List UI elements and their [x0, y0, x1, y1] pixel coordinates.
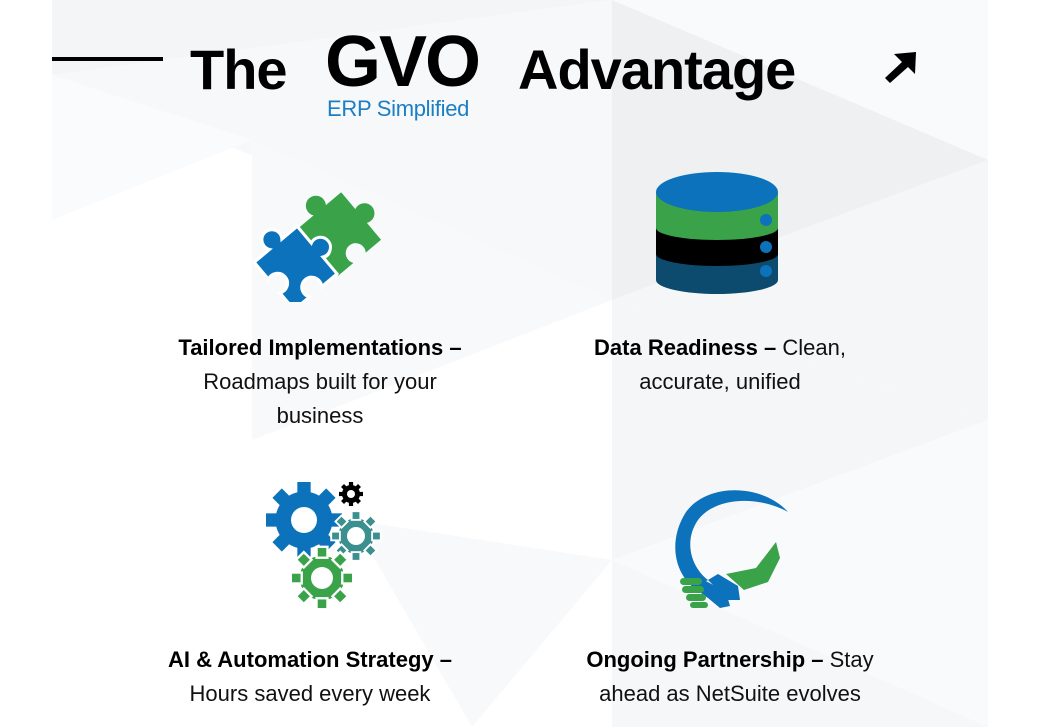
handshake-icon	[675, 490, 788, 608]
logo-tagline: ERP Simplified	[327, 96, 470, 121]
feature-text: Ongoing Partnership – Stay ahead as NetS…	[530, 643, 930, 711]
title-prefix: The	[190, 38, 288, 101]
feature-title: Data Readiness –	[594, 335, 777, 360]
logo-wordmark: GVO	[325, 22, 481, 102]
feature-description-cont: accurate, unified	[639, 369, 801, 394]
feature-text: Data Readiness – Clean, accurate, unifie…	[530, 331, 910, 399]
feature-text: AI & Automation Strategy – Hours saved e…	[100, 643, 520, 711]
feature-description: Roadmaps built for your	[203, 369, 437, 394]
arrow-up-right-icon	[885, 52, 916, 83]
feature-text: Tailored Implementations – Roadmaps buil…	[120, 331, 520, 433]
gears-icon	[266, 482, 382, 611]
feature-title: Ongoing Partnership –	[586, 647, 824, 672]
header: The GVO ERP Simplified Advantage	[0, 0, 1039, 140]
feature-description-cont: business	[276, 403, 364, 428]
feature-description: Stay	[823, 647, 874, 672]
feature-description: Clean,	[776, 335, 846, 360]
feature-title: Tailored Implementations –	[178, 335, 462, 360]
feature-description: Hours saved every week	[189, 681, 431, 706]
puzzle-icon	[252, 192, 382, 302]
gvo-logo: GVO ERP Simplified	[325, 26, 505, 126]
title-suffix: Advantage	[518, 38, 796, 101]
feature-title: AI & Automation Strategy –	[168, 647, 452, 672]
feature-description-cont: ahead as NetSuite evolves	[599, 681, 861, 706]
database-icon	[656, 172, 778, 294]
decorative-rule	[52, 57, 163, 61]
